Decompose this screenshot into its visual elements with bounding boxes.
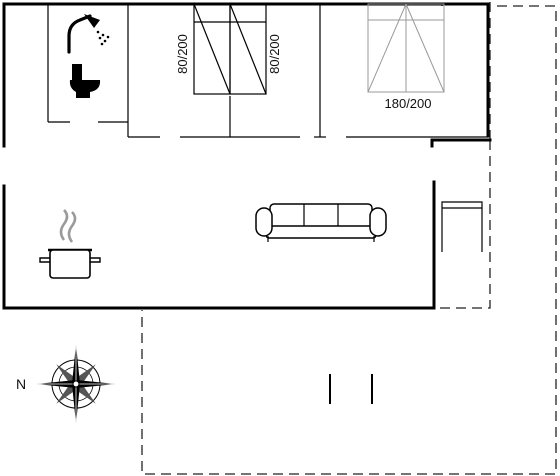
terrace-outline	[141, 2, 557, 475]
double-bed	[367, 3, 445, 93]
compass-rose-icon	[36, 344, 116, 424]
single-bed-left	[193, 3, 231, 95]
toilet-icon	[69, 64, 101, 98]
bed-label-right: 80/200	[267, 34, 282, 74]
sofa-icon	[255, 203, 387, 242]
annex-cabinet	[441, 201, 483, 252]
terrace-posts	[329, 374, 373, 404]
cooking-pot-icon	[39, 209, 101, 279]
shower-icon	[67, 14, 110, 54]
interior-partitions	[47, 4, 488, 138]
compass-north-label: N	[16, 376, 26, 392]
bed-label-double: 180/200	[385, 96, 432, 111]
bed-label-left: 80/200	[175, 34, 190, 74]
single-bed-right	[229, 3, 267, 95]
